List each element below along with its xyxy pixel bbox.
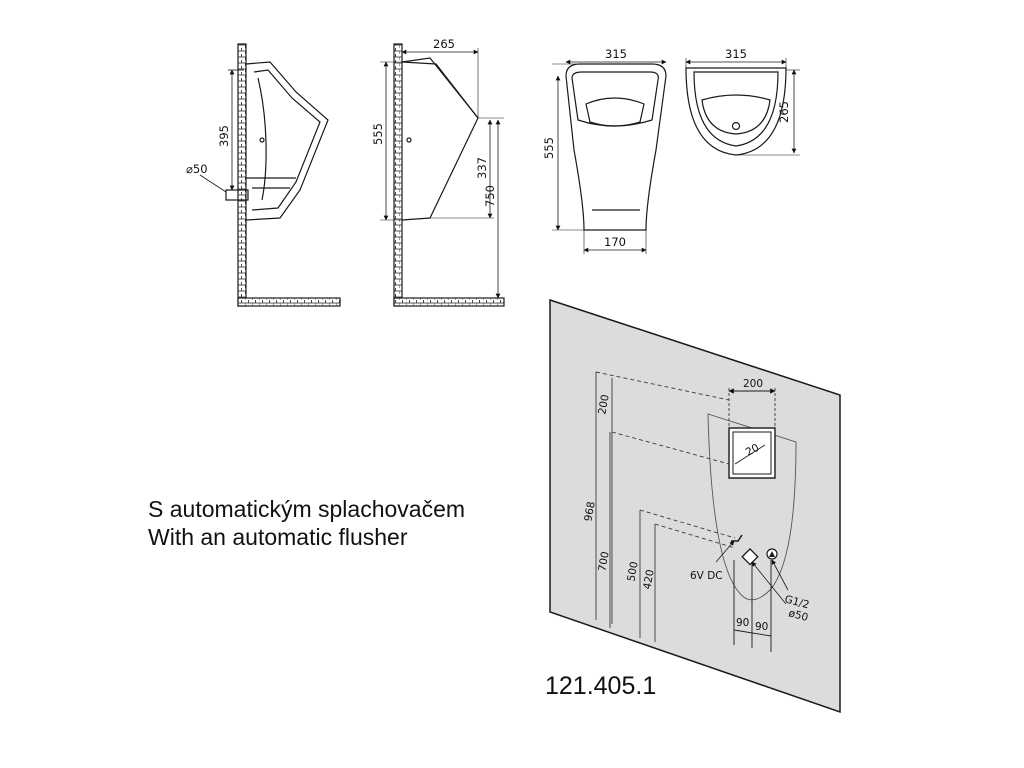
drain-outlet <box>741 548 759 566</box>
floor-outline <box>393 297 505 307</box>
dim-pipe-50: ⌀50 <box>186 162 208 176</box>
urinal-front-outline <box>565 63 667 231</box>
side-section-view <box>199 43 341 307</box>
caption-czech: S automatickým splachovačem <box>148 496 466 522</box>
wall-section <box>237 43 247 307</box>
dim-outline-265: 265 <box>433 37 455 51</box>
urinal-top-outline <box>685 67 787 156</box>
dim-front-555: 555 <box>542 137 556 159</box>
dim-outline-555: 555 <box>371 123 385 145</box>
front-view <box>552 59 667 254</box>
dim-outline-750: 750 <box>483 185 497 207</box>
product-code: 121.405.1 <box>545 672 657 700</box>
dim-front-315: 315 <box>605 47 627 61</box>
installation-panel <box>549 298 841 714</box>
urinal-ghost <box>707 413 797 601</box>
dim-spacing-90-right: 90 <box>755 621 768 633</box>
dim-top-315: 315 <box>725 47 747 61</box>
dim-panel-420: 420 <box>641 569 656 591</box>
dim-panel-700: 700 <box>596 551 611 573</box>
dim-panel-top-200: 200 <box>596 394 611 416</box>
caption: S automatickým splachovačem With an auto… <box>148 495 465 551</box>
dim-spacing-90-left: 90 <box>736 617 749 629</box>
dim-front-170: 170 <box>604 235 626 249</box>
wall-outline <box>393 43 403 307</box>
label-o50: ø50 <box>787 607 809 624</box>
wall-panel <box>549 298 841 714</box>
side-outline-view <box>380 43 505 307</box>
dim-side-395: 395 <box>217 125 231 147</box>
dim-top-265: 265 <box>777 101 791 123</box>
dim-outline-337: 337 <box>475 157 489 179</box>
floor-section <box>237 297 341 307</box>
dim-panel-968: 968 <box>582 501 597 523</box>
top-view <box>685 58 800 156</box>
caption-english: With an automatic flusher <box>148 524 408 550</box>
dim-panel-box-20: 20 <box>744 442 761 459</box>
dim-panel-box-200: 200 <box>743 378 763 390</box>
urinal-shell <box>245 61 329 221</box>
urinal-profile <box>401 57 479 221</box>
label-6v-dc: 6V DC <box>690 570 723 582</box>
dim-panel-500: 500 <box>625 561 640 583</box>
